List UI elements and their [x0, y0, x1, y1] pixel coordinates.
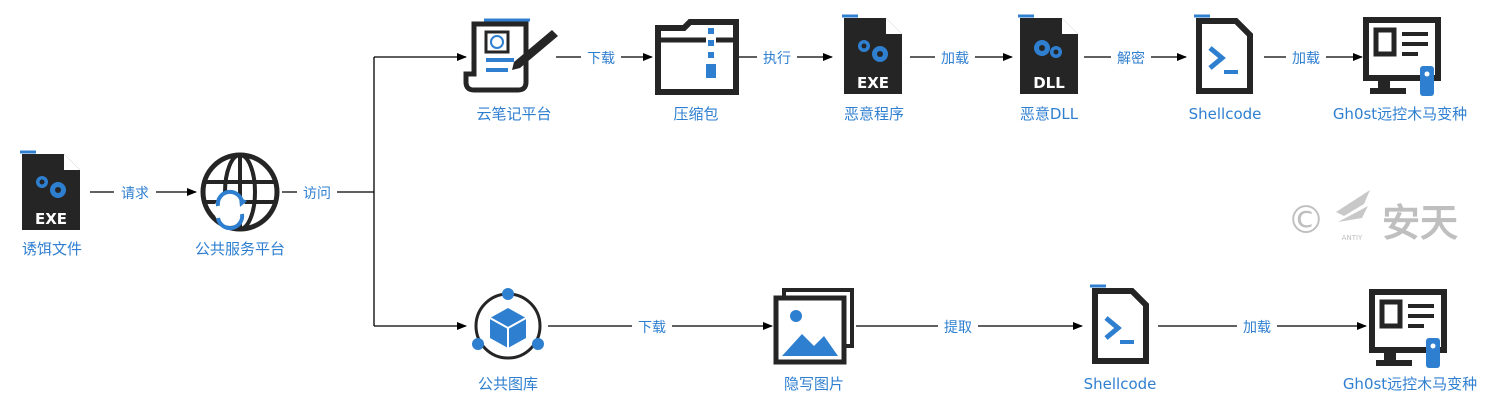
- copyright-symbol: ©: [1287, 198, 1325, 242]
- exe-badge-text: EXE: [857, 74, 889, 92]
- cube-network-icon: [472, 288, 544, 360]
- exe-file-icon: EXE: [20, 150, 80, 230]
- edge-label-extract: 提取: [944, 320, 972, 336]
- exe-badge-text: EXE: [35, 210, 67, 228]
- note-document-icon: [463, 18, 558, 93]
- node-label-public-service: 公共服务平台: [195, 240, 285, 258]
- globe-sync-icon: [200, 152, 280, 232]
- zip-folder-icon: [655, 19, 739, 95]
- edge-label-visit: 访问: [303, 186, 331, 202]
- remote-control-icon: [1363, 17, 1441, 96]
- edge-label-decrypt: 解密: [1117, 50, 1145, 67]
- remote-control-icon: [1369, 289, 1447, 368]
- node-label-cloud-note: 云笔记平台: [476, 105, 551, 123]
- node-label-archive: 压缩包: [673, 105, 718, 123]
- connectors: [90, 53, 1367, 330]
- edge-label-load-top: 加载: [1292, 51, 1320, 67]
- node-label-malware-exe: 恶意程序: [844, 105, 904, 123]
- brand-latin: ANTIY: [1342, 234, 1363, 242]
- node-label-malware-dll: 恶意DLL: [1020, 105, 1079, 123]
- terminal-file-icon: [1194, 14, 1253, 94]
- antiy-watermark: © ANTIY 安天: [1287, 190, 1458, 245]
- edge-label-load-dll: 加载: [941, 51, 969, 67]
- node-label-gh0st-top: Gh0st远控木马变种: [1333, 105, 1467, 123]
- edge-label-download-bottom: 下载: [638, 320, 666, 336]
- terminal-file-icon: [1090, 284, 1149, 364]
- malicious-exe-icon: EXE: [842, 14, 902, 94]
- node-label-shellcode-top: Shellcode: [1189, 105, 1262, 123]
- node-label-shellcode-bottom: Shellcode: [1084, 375, 1157, 393]
- edge-labels: 请求 访问 下载 执行 加载 解密 加载 下载 提取 加载: [114, 48, 1326, 337]
- edge-label-execute: 执行: [763, 51, 791, 67]
- node-label-lure: 诱饵文件: [22, 240, 82, 258]
- edge-label-load-bottom: 加载: [1243, 320, 1271, 336]
- antiy-logo-icon: [1336, 190, 1370, 222]
- node-label-stego-image: 隐写图片: [784, 375, 844, 393]
- image-stack-icon: [773, 288, 854, 365]
- malicious-dll-icon: DLL: [1018, 14, 1078, 94]
- node-label-public-gallery: 公共图库: [478, 375, 538, 393]
- brand-name: 安天: [1382, 201, 1458, 245]
- edge-label-download-top: 下载: [587, 51, 615, 67]
- edge-label-request: 请求: [121, 186, 149, 202]
- dll-badge-text: DLL: [1033, 74, 1065, 92]
- node-label-gh0st-bottom: Gh0st远控木马变种: [1343, 375, 1477, 393]
- node-labels: 诱饵文件 公共服务平台 云笔记平台 压缩包 恶意程序 恶意DLL Shellco…: [22, 105, 1477, 393]
